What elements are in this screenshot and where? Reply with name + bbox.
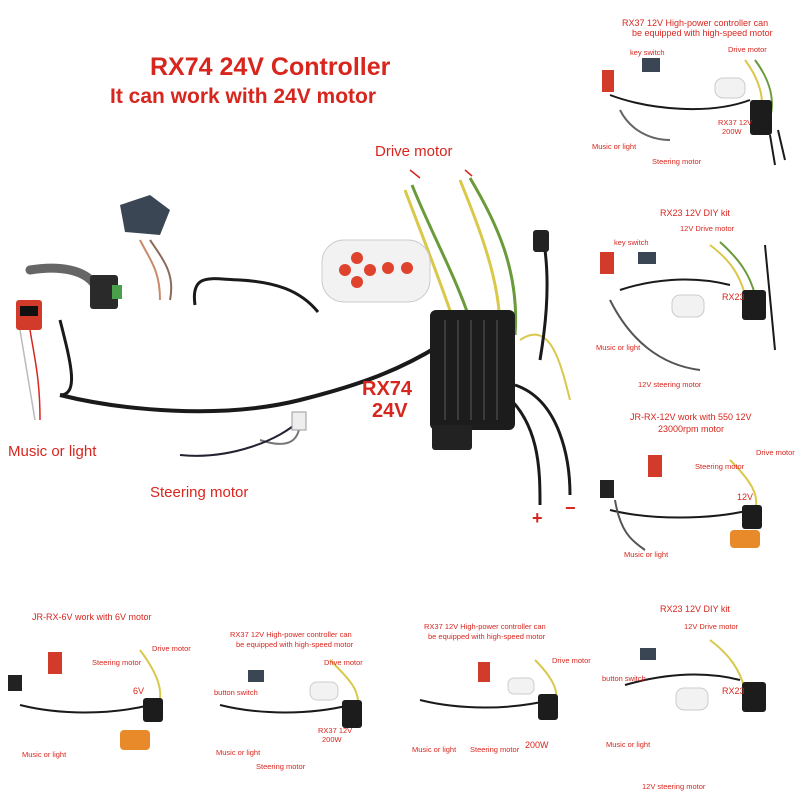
rx23-right-music: Music or light <box>596 343 641 352</box>
jr12-drive: Drive motor <box>756 448 795 457</box>
rx23b-title: RX23 12V DIY kit <box>660 604 730 614</box>
rx37-top-diagram <box>602 58 786 166</box>
rx23b-controller: RX23 <box>722 686 745 696</box>
rx37a-diagram <box>219 659 362 728</box>
rx23-right-steering: 12V steering motor <box>638 380 702 389</box>
rx37b-power: 200W <box>525 740 549 750</box>
minus-terminal-label: − <box>565 498 576 518</box>
rx23-right-title: RX23 12V DIY kit <box>660 208 730 218</box>
rx37-top-steering: Steering motor <box>652 157 702 166</box>
controller-model-label: RX74 <box>362 378 413 400</box>
jr6-music: Music or light <box>22 750 67 759</box>
rx37-top-controller: RX37 12V <box>718 118 753 127</box>
rx37a-steering: Steering motor <box>256 762 306 771</box>
jr6-steering: Steering motor <box>92 658 142 667</box>
rx37a-title-1: RX37 12V High-power controller can <box>230 630 352 639</box>
main-subtitle: It can work with 24V motor <box>110 85 377 108</box>
jr12-steering: Steering motor <box>695 462 745 471</box>
rx37-bottom-a-panel: RX37 12V High-power controller can be eq… <box>200 590 400 800</box>
jr12-panel: JR-RX-12V work with 550 12V 23000rpm mot… <box>590 400 800 590</box>
rx23b-diagram <box>624 639 766 712</box>
rx23b-steering: 12V steering motor <box>642 782 706 791</box>
jr6-drive: Drive motor <box>152 644 191 653</box>
rx37-bottom-b-panel: RX37 12V High-power controller can be eq… <box>400 590 600 800</box>
main-wiring-diagram <box>16 169 572 506</box>
rx23b-drive: 12V Drive motor <box>684 622 739 631</box>
jr6-title: JR-RX-6V work with 6V motor <box>32 612 152 622</box>
rx37-top-music: Music or light <box>592 142 637 151</box>
drive-motor-label: Drive motor <box>375 143 453 160</box>
rx37b-music: Music or light <box>412 745 457 754</box>
jr6-voltage: 6V <box>133 686 145 696</box>
rx37b-drive: Drive motor <box>552 656 591 665</box>
jr12-title-2: 23000rpm motor <box>658 424 725 434</box>
rx37a-power: 200W <box>322 735 342 744</box>
controller-voltage-label: 24V <box>372 400 408 422</box>
rx37-top-power: 200W <box>722 127 742 136</box>
steering-motor-label: Steering motor <box>150 484 249 501</box>
rx23-right-key-switch: key switch <box>614 238 649 247</box>
rx37b-title-2: be equipped with high-speed motor <box>428 632 546 641</box>
rx23-right-drive-motor: 12V Drive motor <box>680 224 735 233</box>
rx37a-drive: Drive motor <box>324 658 363 667</box>
rx37a-controller: RX37 12V <box>318 726 353 735</box>
rx23-right-panel: RX23 12V DIY kit key switch 12V Drive mo… <box>590 200 800 400</box>
music-or-light-label: Music or light <box>8 443 97 460</box>
main-wiring-panel: RX74 24V Controller It can work with 24V… <box>8 53 576 528</box>
rx37b-title-1: RX37 12V High-power controller can <box>424 622 546 631</box>
plus-terminal-label: + <box>532 508 543 528</box>
jr12-voltage: 12V <box>737 492 754 502</box>
rx37-top-panel: RX37 12V High-power controller can be eq… <box>590 0 800 200</box>
jr12-title-1: JR-RX-12V work with 550 12V <box>630 412 752 422</box>
jr12-music: Music or light <box>624 550 669 559</box>
jr6-diagram <box>8 649 163 750</box>
rx37-top-key-switch: key switch <box>630 48 665 57</box>
rx37-top-drive-motor: Drive motor <box>728 45 767 54</box>
rx23b-music: Music or light <box>606 740 651 749</box>
rx37a-title-2: be equipped with high-speed motor <box>236 640 354 649</box>
rx23-right-diagram <box>600 241 776 371</box>
rx37b-diagram <box>419 659 558 720</box>
rx23-right-controller: RX23 <box>722 292 745 302</box>
rx23b-button-switch: button switch <box>602 674 646 683</box>
rx37a-button-switch: button switch <box>214 688 258 697</box>
rx37a-music: Music or light <box>216 748 261 757</box>
main-title: RX74 24V Controller <box>150 53 391 81</box>
rx37-top-title-1: RX37 12V High-power controller can <box>622 18 769 28</box>
rx37b-steering: Steering motor <box>470 745 520 754</box>
jr12-diagram <box>600 455 762 551</box>
rx23-bottom-panel: RX23 12V DIY kit 12V Drive motor button … <box>600 590 800 800</box>
jr6-panel: JR-RX-6V work with 6V motor Steering mot… <box>0 590 200 800</box>
rx37-top-title-2: be equipped with high-speed motor <box>632 28 773 38</box>
